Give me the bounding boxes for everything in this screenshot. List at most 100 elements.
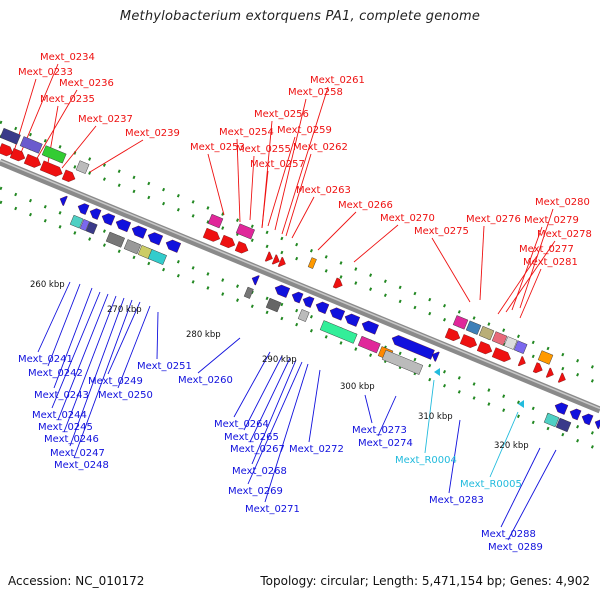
reverse-gene — [431, 351, 440, 362]
leader-line — [507, 449, 557, 541]
bottom-gene-label: Mext_0271 — [245, 504, 300, 515]
feature-box — [319, 320, 358, 344]
bottom-gene-label: Mext_0260 — [178, 375, 233, 386]
feature-box — [85, 221, 98, 235]
top-gene-label: Mext_0277 — [519, 244, 574, 255]
feature-box — [41, 145, 67, 164]
forward-gene — [0, 143, 14, 157]
top-gene-label: Mext_0278 — [537, 229, 592, 240]
top-gene-label: Mext_0258 — [288, 87, 343, 98]
bottom-gene-label: Mext_0241 — [18, 354, 73, 365]
feature-box — [207, 213, 224, 229]
feature-box — [381, 349, 424, 375]
reverse-gene — [302, 296, 315, 308]
forward-gene — [61, 169, 76, 182]
bottom-gene-label: Mext_0273 — [352, 425, 407, 436]
leader-line — [431, 237, 471, 303]
forward-gene — [9, 148, 26, 162]
top-gene-label: Mext_0281 — [523, 257, 578, 268]
forward-gene — [459, 334, 477, 348]
bottom-gene-label: Mext_0288 — [481, 529, 536, 540]
reverse-gene — [391, 335, 435, 360]
bottom-gene-label: Mext_0242 — [28, 368, 83, 379]
forward-gene — [39, 160, 63, 177]
leader-line — [207, 153, 225, 216]
forward-gene — [476, 341, 493, 355]
feature-box — [147, 249, 167, 265]
genome-backbone-highlight — [0, 159, 600, 410]
reverse-gene — [291, 291, 304, 304]
forward-gene — [264, 251, 273, 262]
bottom-gene-label: Mext_0265 — [224, 432, 279, 443]
leader-line — [424, 379, 435, 454]
top-gene-label: Mext_0259 — [277, 125, 332, 136]
leader-line — [364, 394, 373, 424]
leader-line — [61, 125, 97, 169]
scale-label: 290 kbp — [262, 355, 297, 365]
leader-line — [291, 196, 315, 239]
leader-line — [377, 395, 397, 437]
bottom-gene-label: Mext_0289 — [488, 542, 543, 553]
reverse-gene — [315, 301, 330, 315]
leader-line — [47, 283, 81, 367]
bottom-gene-label: Mext_0267 — [230, 444, 285, 455]
top-gene-label: Mext_0279 — [524, 215, 579, 226]
reverse-gene — [131, 225, 148, 239]
leader-line — [247, 361, 303, 485]
forward-gene — [202, 227, 220, 242]
forward-gene — [23, 153, 41, 168]
reverse-gene — [554, 402, 569, 415]
reverse-gene — [274, 284, 291, 298]
top-gene-label: Mext_0254 — [219, 127, 274, 138]
bottom-gene-label: Mext_0264 — [214, 419, 269, 430]
rna-marker — [518, 400, 524, 408]
bottom-gene-label: Mext_0243 — [34, 390, 89, 401]
leader-line — [89, 139, 144, 173]
leader-line — [267, 136, 296, 227]
reverse-gene — [581, 413, 594, 426]
feature-box — [297, 309, 310, 322]
leader-line — [117, 305, 151, 389]
top-gene-label: Mext_0270 — [380, 213, 435, 224]
top-gene-label: Mext_0239 — [125, 128, 180, 139]
leader-line — [261, 170, 269, 229]
leader-line — [249, 155, 255, 221]
figure-title: Methylobacterium extorquens PA1, complet… — [119, 9, 481, 24]
rna-label: Mext_R0004 — [395, 455, 457, 466]
top-gene-label: Mext_0275 — [414, 226, 469, 237]
leader-line — [251, 359, 297, 465]
rna-marker — [434, 368, 440, 376]
rna-label: Mext_R0005 — [460, 479, 522, 490]
feature-box — [503, 336, 518, 350]
top-gene-label: Mext_0236 — [59, 78, 114, 89]
top-gene-label: Mext_0257 — [250, 159, 305, 170]
leader-line — [37, 281, 71, 353]
feature-box — [123, 239, 142, 255]
leader-line — [489, 411, 519, 478]
feature-box — [105, 231, 125, 248]
bottom-gene-label: Mext_0274 — [358, 438, 413, 449]
feature-box — [555, 417, 572, 433]
leader-line — [73, 299, 133, 459]
gene-features — [0, 127, 600, 433]
feature-box — [307, 257, 317, 269]
reverse-gene — [89, 208, 102, 220]
forward-gene — [545, 367, 554, 378]
bottom-gene-label: Mext_0272 — [289, 444, 344, 455]
top-gene-label: Mext_0255 — [236, 144, 291, 155]
leader-line — [63, 295, 117, 433]
reverse-gene — [147, 232, 164, 246]
feature-box — [75, 160, 90, 174]
leader-line — [35, 89, 78, 161]
scale-label: 260 kbp — [30, 280, 65, 290]
forward-gene — [532, 362, 543, 374]
reverse-gene — [77, 203, 90, 215]
leader-line — [197, 337, 241, 374]
scale-label: 320 kbp — [494, 441, 529, 451]
feature-box — [543, 412, 560, 428]
leader-line — [53, 287, 93, 389]
reverse-gene — [101, 213, 116, 226]
leader-line — [505, 240, 556, 313]
